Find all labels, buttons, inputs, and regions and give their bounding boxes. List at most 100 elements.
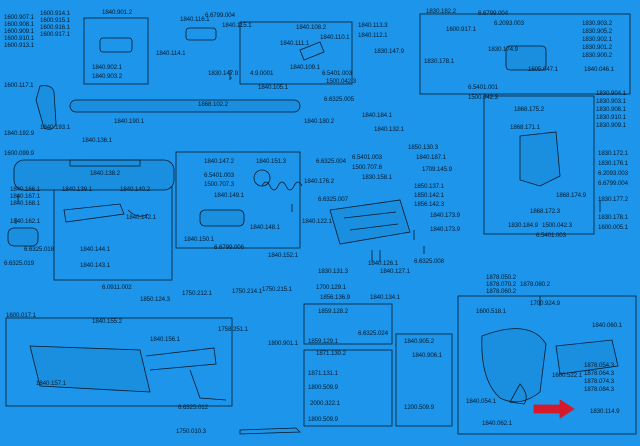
group-box-front-sight <box>239 21 353 85</box>
part-label: 1600.916.1 <box>40 24 70 31</box>
front-sight-hood <box>185 27 217 41</box>
part-label: 1600.913.1 <box>4 42 34 49</box>
part-label: 1830.174.9 <box>488 46 518 53</box>
part-label: 6.5401.003 <box>352 154 382 161</box>
part-label: 1840.109.1 <box>290 64 320 71</box>
part-label: 1840.184.1 <box>362 112 392 119</box>
part-label: 1830.909.1 <box>596 122 626 129</box>
barrel <box>69 99 301 113</box>
part-label: 1830.908.1 <box>596 106 626 113</box>
part-label: 1878.050.2 <box>486 274 516 281</box>
part-label: 6.6325.018 <box>24 246 54 253</box>
part-label: 1840.110.1 <box>320 34 350 41</box>
rear-sight-base <box>99 37 133 53</box>
part-label: 1500.042.3 <box>468 94 498 101</box>
group-box-safety <box>303 303 393 345</box>
part-label: 1840.168.1 <box>10 200 40 207</box>
part-label: 1840.903.2 <box>92 73 122 80</box>
part-label: 1830.178.1 <box>598 214 628 221</box>
part-label: 6.6799.004 <box>598 180 628 187</box>
part-label: 1800.901.1 <box>268 340 298 347</box>
part-label: 1830.131.3 <box>318 268 348 275</box>
part-label: 6.5401.003 <box>204 172 234 179</box>
part-label: 1830.172.1 <box>598 150 628 157</box>
oil-tube <box>239 427 301 435</box>
part-label: 1840.143.1 <box>80 262 110 269</box>
part-label: 1830.902.1 <box>582 36 612 43</box>
part-label: 1878.074.3 <box>584 378 614 385</box>
part-label: 1600.917.1 <box>446 26 476 33</box>
part-label: 1850.124.3 <box>140 296 170 303</box>
part-label: 1840.127.1 <box>380 268 410 275</box>
main-spring <box>261 181 303 191</box>
group-box-trigger <box>53 177 173 281</box>
part-label: 1840.113.3 <box>358 22 388 29</box>
part-label: 1840.905.2 <box>404 338 434 345</box>
part-label: 1700.129.1 <box>316 284 346 291</box>
part-label: 1878.060.2 <box>486 288 516 295</box>
part-label: 6.6325.012 <box>178 404 208 411</box>
part-label: 1800.509.9 <box>308 416 338 423</box>
part-label: 4.9.0001 <box>250 70 274 77</box>
part-label: 1500.042.3 <box>542 222 572 229</box>
highlight-arrow <box>533 399 575 419</box>
part-label: 1750.212.1 <box>182 290 212 297</box>
part-label: 1840.156.1 <box>150 336 180 343</box>
part-label: 1840.126.1 <box>368 260 398 267</box>
part-label: 6.5401.003 <box>536 232 566 239</box>
part-label: 1840.192.9 <box>4 130 34 137</box>
scope-mount <box>505 45 547 71</box>
part-label: 1840.115.1 <box>222 22 252 29</box>
part-label: 6.6325.004 <box>316 158 346 165</box>
part-label: 6.5401.001 <box>468 84 498 91</box>
part-label: 1850.130.3 <box>408 144 438 151</box>
part-label: 1871.130.2 <box>316 350 346 357</box>
part-label: 1840.190.1 <box>114 118 144 125</box>
part-label: 2000.322.1 <box>310 400 340 407</box>
part-label: 1878.064.3 <box>584 370 614 377</box>
screw-set <box>15 70 601 306</box>
trigger-sear <box>127 209 149 217</box>
group-box-cocking-lever <box>5 317 233 407</box>
breech-assembly <box>519 131 561 187</box>
trigger-blade <box>63 203 125 223</box>
cocking-lever-arm <box>29 345 151 393</box>
part-label: 1859.128.2 <box>318 308 348 315</box>
part-label: 1840.108.2 <box>296 24 326 31</box>
part-label: 1600.917.1 <box>40 31 70 38</box>
part-label: 1878.080.2 <box>520 281 550 288</box>
part-label: 1605.047.1 <box>528 66 558 73</box>
part-label: 1600.908.1 <box>4 21 34 28</box>
part-label: 1850.137.1 <box>414 183 444 190</box>
part-label: 1840.155.2 <box>92 318 122 325</box>
part-label: 1830.178.1 <box>424 58 454 65</box>
part-label: 1840.116.1 <box>180 16 210 23</box>
part-label: 1830.147.9 <box>374 48 404 55</box>
part-label: 1830.176.1 <box>598 160 628 167</box>
group-box-piston <box>175 151 301 249</box>
part-label: 1600.099.9 <box>4 150 34 157</box>
part-label: 1840.136.1 <box>82 137 112 144</box>
part-label: 1840.180.2 <box>304 118 334 125</box>
part-label: 6.6799.004 <box>205 12 235 19</box>
part-label: 6.6325.024 <box>358 330 388 337</box>
end-cap <box>7 227 39 247</box>
part-label: 1840.144.1 <box>80 246 110 253</box>
part-label: 1840.134.1 <box>370 294 400 301</box>
part-label: 1840.176.2 <box>304 178 334 185</box>
group-box-rear-sight <box>83 17 149 85</box>
part-label: 1868.174.9 <box>556 192 586 199</box>
part-label: 1830.900.2 <box>582 52 612 59</box>
part-label: 1200.509.9 <box>404 404 434 411</box>
part-label: 1850.142.1 <box>414 192 444 199</box>
part-label: 1856.142.3 <box>414 201 444 208</box>
part-label: 1840.054.1 <box>466 398 496 405</box>
part-label: 1800.509.9 <box>308 384 338 391</box>
group-box-screws <box>303 349 393 427</box>
part-label: 1600.914.1 <box>40 10 70 17</box>
trigger-guard <box>509 383 527 405</box>
breech-block <box>329 199 411 245</box>
part-label: 1840.162.1 <box>10 218 40 225</box>
